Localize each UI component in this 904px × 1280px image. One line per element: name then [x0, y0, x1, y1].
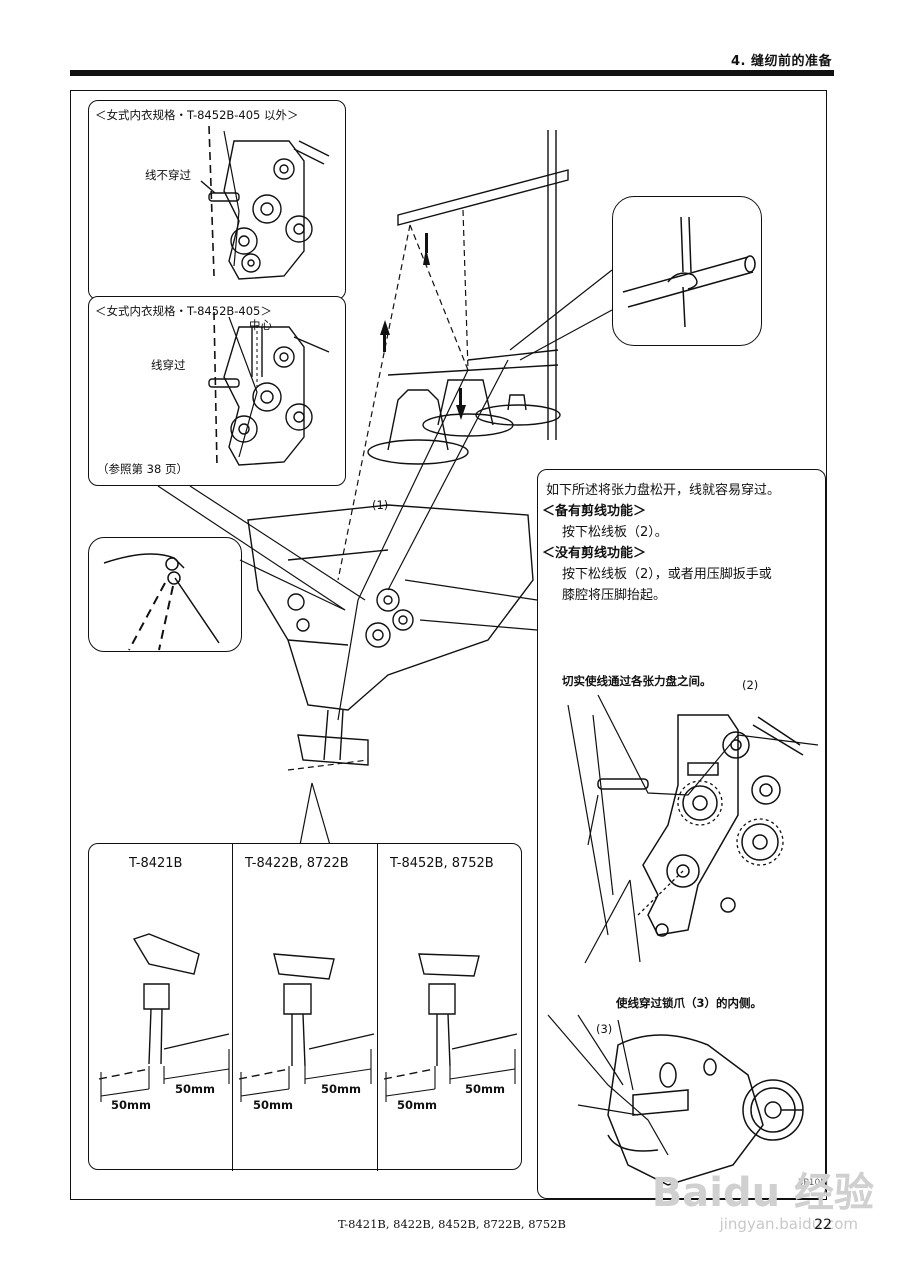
callout-2: (2) — [742, 678, 759, 692]
dim-right-1: 50mm — [175, 1082, 215, 1096]
column-divider-1 — [232, 844, 234, 1171]
thread-guide-detail — [612, 196, 762, 346]
tension-assembly-drawing-b — [208, 311, 330, 468]
inset-other-title: ＜女式内衣规格・T-8452B-405 以外＞ — [95, 108, 299, 122]
note-intro: 如下所述将张力盘松开，线就容易穿过。 — [546, 483, 781, 498]
thread-not-through-label: 线不穿过 — [145, 168, 191, 182]
callout-3: (3) — [596, 1022, 613, 1036]
needle-drawings — [98, 933, 518, 1102]
thread-through-label: 线穿过 — [151, 358, 186, 372]
sewing-machine-drawing — [247, 130, 569, 771]
note-heading-no-trim: ＜没有剪线功能＞ — [542, 546, 647, 561]
inset-405-title: ＜女式内衣规格・T-8452B-405＞ — [95, 304, 272, 318]
model-label-3: T-8452B, 8752B — [390, 856, 494, 871]
note-text-trim: 按下松线板（2）。 — [562, 525, 668, 540]
figure-frame — [70, 90, 827, 1200]
callout-1: (1) — [372, 498, 389, 512]
note-text-no-trim-1: 按下松线板（2），或者用压脚扳手或 — [562, 567, 772, 582]
page-number: 22 — [814, 1217, 832, 1233]
dim-right-2: 50mm — [321, 1082, 361, 1096]
watermark-logo: Baidu 经验 — [651, 1170, 874, 1216]
lock-claw-drawing — [547, 1014, 804, 1186]
lock-title: 使线穿过锁爪（3）的内侧。 — [616, 996, 763, 1010]
dim-right-3: 50mm — [465, 1082, 505, 1096]
tension-assembly-drawing-a — [200, 125, 330, 280]
figure-code: 3P10M — [797, 1178, 828, 1188]
thread-guide-drawing — [622, 216, 756, 328]
header-rule — [70, 70, 834, 76]
footer-models: T-8421B, 8422B, 8452B, 8722B, 8752B — [338, 1217, 566, 1231]
instruction-box: 如下所述将张力盘松开，线就容易穿过。 ＜备有剪线功能＞ 按下松线板（2）。 ＜没… — [537, 469, 826, 1199]
model-label-1: T-8421B — [129, 856, 183, 871]
tension-discs-drawing — [567, 694, 819, 937]
dim-left-3: 50mm — [397, 1098, 437, 1112]
guide-hook-detail — [88, 537, 242, 652]
model-label-2: T-8422B, 8722B — [245, 856, 349, 871]
guide-hook-drawing — [103, 553, 220, 651]
column-divider-2 — [377, 844, 379, 1171]
dim-left-2: 50mm — [253, 1098, 293, 1112]
center-label: 中心 — [249, 318, 272, 332]
needle-spec-box: T-8421B T-8422B, 8722B T-8452B, 8752B — [88, 843, 522, 1171]
dim-left-1: 50mm — [111, 1098, 151, 1112]
note-heading-trim: ＜备有剪线功能＞ — [542, 504, 647, 519]
section-title: 4. 缝纫前的准备 — [730, 54, 832, 69]
watermark-url: jingyan.baidu.com — [719, 1215, 858, 1233]
note-text-no-trim-2: 膝腔将压脚抬起。 — [562, 588, 667, 603]
reference-page-label: （参照第 38 页） — [97, 462, 188, 476]
inset-405-spec: ＜女式内衣规格・T-8452B-405＞ 中心 线穿过 （参照第 38 页） — [88, 296, 346, 486]
inset-other-spec: ＜女式内衣规格・T-8452B-405 以外＞ 线不穿过 — [88, 100, 346, 300]
tension-title: 切实使线通过各张力盘之间。 — [562, 674, 712, 688]
